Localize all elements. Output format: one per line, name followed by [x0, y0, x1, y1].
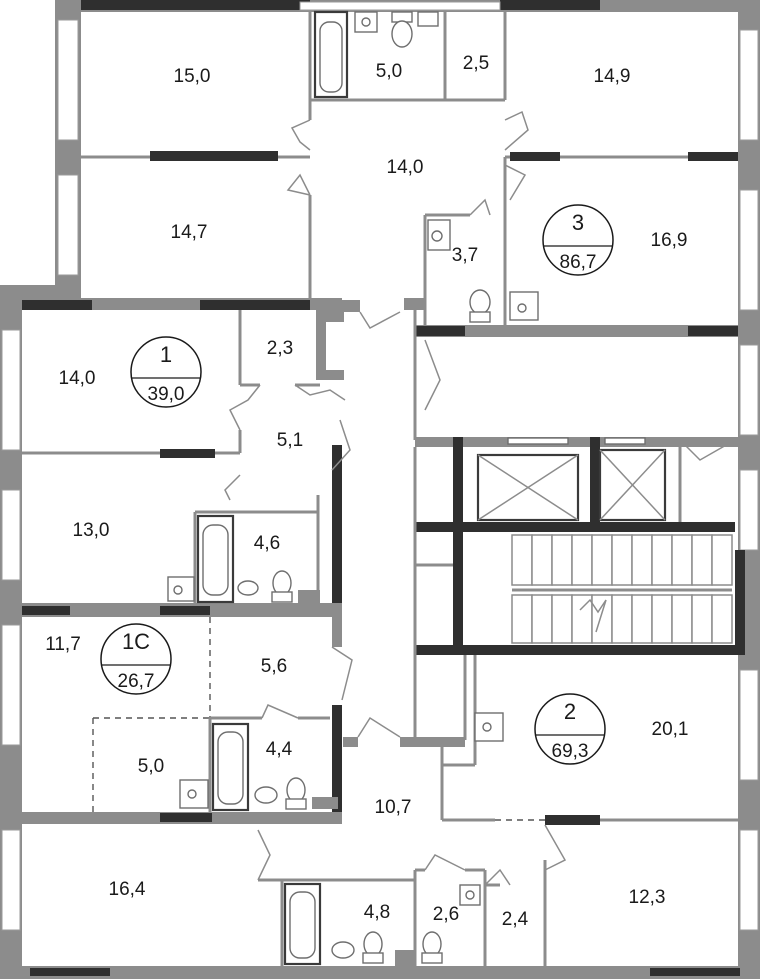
- stair-tread: [671, 534, 693, 586]
- room-area-label: 14,0: [59, 368, 96, 389]
- sanitary-fixtures: [167, 10, 539, 966]
- stair-tread: [691, 594, 713, 644]
- stair-tread: [651, 594, 673, 644]
- stair-direction-arrow-icon: [579, 598, 607, 633]
- stair-tread: [711, 534, 733, 586]
- apartment-number: 3: [572, 210, 584, 235]
- room-area-label: 10,7: [375, 797, 412, 818]
- room-area-label: 2,3: [267, 338, 293, 359]
- room-labels: 15,0 5,0 2,5 14,9 14,0 14,7 3,7 16,9 14,…: [45, 53, 688, 930]
- room-area-label: 2,4: [502, 909, 529, 930]
- apartment-area: 39,0: [148, 384, 185, 405]
- apartment-badge-2: 2 69,3: [534, 693, 606, 765]
- stair-tread: [531, 594, 553, 644]
- stair-tread: [611, 594, 633, 644]
- room-area-label: 14,9: [594, 66, 631, 87]
- stair-tread: [591, 594, 613, 644]
- apartment-number: 2: [564, 699, 576, 724]
- stair-tread: [651, 534, 673, 586]
- apartment-area: 86,7: [560, 252, 597, 273]
- stair-tread: [631, 534, 653, 586]
- room-area-label: 3,7: [452, 245, 478, 266]
- stair-tread: [511, 594, 533, 644]
- room-area-label: 14,0: [387, 157, 424, 178]
- stair-tread: [571, 534, 593, 586]
- elevator-shafts: [476, 437, 682, 522]
- interior-walls: [22, 12, 745, 966]
- stair-tread: [671, 594, 693, 644]
- room-area-label: 5,1: [277, 430, 303, 451]
- stair-tread: [591, 534, 613, 586]
- room-area-label: 16,4: [109, 879, 146, 900]
- stair-tread: [511, 534, 533, 586]
- room-area-label: 5,0: [376, 61, 402, 82]
- room-area-label: 16,9: [651, 230, 688, 251]
- room-area-label: 4,8: [364, 902, 390, 923]
- room-area-label: 20,1: [652, 719, 689, 740]
- doors: [224, 110, 736, 886]
- apartment-area: 69,3: [552, 741, 589, 762]
- stair-tread: [571, 594, 593, 644]
- room-area-label: 14,7: [171, 222, 208, 243]
- windows: [1, 1, 759, 931]
- apartment-number: 1: [160, 342, 172, 367]
- room-area-label: 13,0: [73, 520, 110, 541]
- stair-tread: [691, 534, 713, 586]
- room-area-label: 2,5: [463, 53, 489, 74]
- apartment-area: 26,7: [118, 671, 155, 692]
- room-area-label: 2,6: [433, 904, 459, 925]
- room-area-label: 11,7: [45, 634, 81, 655]
- apartment-badge-3: 3 86,7: [542, 204, 614, 276]
- stair-tread: [631, 594, 653, 644]
- apartment-badge-1: 1 39,0: [130, 336, 202, 408]
- room-area-label: 4,4: [266, 739, 293, 760]
- room-area-label: 4,6: [254, 533, 280, 554]
- stair-tread: [711, 594, 733, 644]
- apartment-badge-1c: 1С 26,7: [100, 623, 172, 695]
- room-area-label: 12,3: [629, 887, 666, 908]
- apartment-number: 1С: [122, 629, 150, 654]
- room-area-label: 15,0: [174, 66, 211, 87]
- room-area-label: 5,0: [138, 756, 164, 777]
- stair-tread: [531, 534, 553, 586]
- staircase: [511, 534, 733, 644]
- room-area-label: 5,6: [261, 656, 287, 677]
- stair-tread: [551, 594, 573, 644]
- stair-tread: [611, 534, 633, 586]
- stair-tread: [551, 534, 573, 586]
